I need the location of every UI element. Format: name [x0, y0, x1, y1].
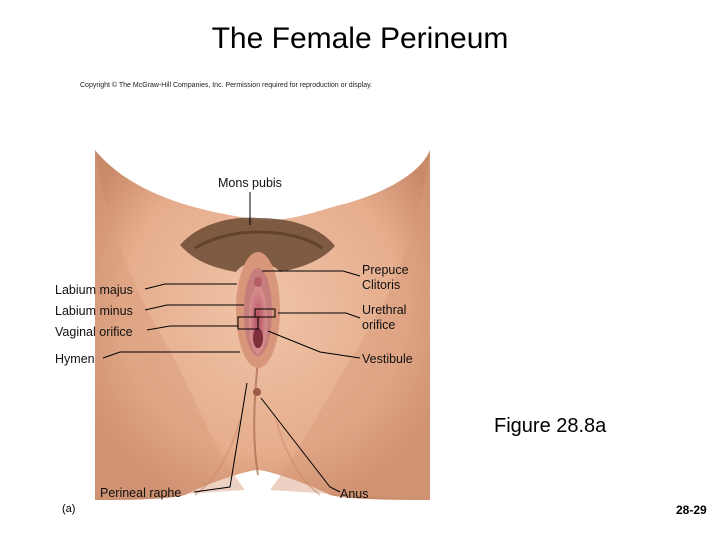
- label-mons-pubis: Mons pubis: [218, 176, 282, 190]
- label-vaginal-orifice: Vaginal orifice: [55, 325, 133, 339]
- copyright-notice: Copyright © The McGraw-Hill Companies, I…: [80, 82, 373, 89]
- clitoris: [254, 277, 262, 287]
- label-anus: Anus: [340, 487, 369, 501]
- leader-lines: [102, 192, 361, 493]
- page-number: 28-29: [676, 503, 707, 517]
- label-hymen: Hymen: [55, 352, 95, 366]
- label-perineal-raphe: Perineal raphe: [100, 486, 182, 500]
- pubic-hair: [180, 217, 335, 272]
- label-prepuce: Prepuce: [362, 263, 409, 277]
- label-labium-minus: Labium minus: [55, 304, 133, 318]
- label-orifice: orifice: [362, 318, 396, 332]
- anus: [253, 388, 261, 396]
- label-vestibule: Vestibule: [362, 352, 413, 366]
- panel-letter: (a): [62, 503, 76, 515]
- right-thigh-shadow: [270, 150, 430, 500]
- gluteal-cleft: [253, 359, 259, 476]
- left-thigh-shadow: [95, 150, 245, 500]
- label-clitoris: Clitoris: [362, 278, 401, 292]
- vaginal-orifice: [253, 328, 263, 348]
- label-urethral: Urethral: [362, 303, 407, 317]
- page-title: The Female Perineum: [211, 22, 509, 55]
- figure-caption: Figure 28.8a: [494, 415, 607, 437]
- label-labium-majus: Labium majus: [55, 283, 133, 297]
